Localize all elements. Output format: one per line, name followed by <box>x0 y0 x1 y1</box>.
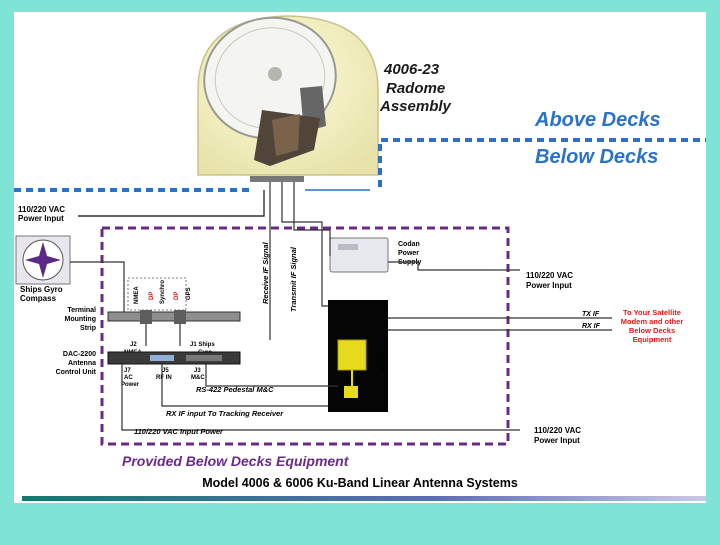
port-j7: J7 <box>124 368 131 374</box>
port-j1: J1 Ships <box>190 342 215 348</box>
rx-if-label: RX IF <box>582 323 601 330</box>
rx-tracking-label: RX IF input To Tracking Receiver <box>166 409 284 418</box>
above-decks-label: Above Decks <box>534 109 661 131</box>
yellow-small-module <box>344 386 358 398</box>
rs422-cable <box>205 364 338 387</box>
receive-if-label: Receive IF Signal <box>261 241 270 304</box>
modem-note-4: Equipment <box>633 335 672 344</box>
port-j2: J2 <box>130 342 137 348</box>
yellow-module <box>337 339 367 371</box>
transmit-if-label: Transmit IF Signal <box>289 246 298 312</box>
terminal-block-2 <box>174 310 186 324</box>
dac-label-3: Control Unit <box>56 369 97 376</box>
terminal-label-2: Mounting <box>65 316 97 323</box>
power-top-line1: 110/220 VAC <box>18 205 65 214</box>
rx-if-vertical-label: RX IF <box>381 353 388 372</box>
modem-note-3: Below Decks <box>629 326 675 335</box>
gyro-label-2: Compass <box>20 294 57 303</box>
power-bottom-line1: 110/220 VAC <box>534 426 581 435</box>
power-mid-line1: 110/220 VAC <box>526 271 573 280</box>
below-decks-label: Below Decks <box>535 146 658 168</box>
port-j5-sub: RF IN <box>156 375 172 381</box>
modem-note-2: Modem and other <box>621 317 684 326</box>
port-j7-sub1: AC <box>124 375 133 381</box>
dac-keypad <box>186 355 222 361</box>
codan-power-supply <box>329 237 389 273</box>
codan-label-1: Codan <box>398 241 420 248</box>
ac-power-cable <box>121 364 520 431</box>
radome-model: 4006-23 <box>383 61 440 78</box>
dac-display <box>150 355 174 361</box>
terminal-label-3: Strip <box>80 325 96 332</box>
codan-power-cable <box>388 261 520 271</box>
codan-badge <box>338 244 358 250</box>
strip-gps: GPS <box>186 287 192 300</box>
terminal-block-1 <box>140 310 152 324</box>
gyro-cable <box>70 261 125 318</box>
provided-equipment-box <box>100 226 510 446</box>
port-j3: J3 <box>194 368 201 374</box>
deck-line-right <box>378 138 706 187</box>
radome <box>197 15 379 182</box>
power-bottom-line2: Power Input <box>534 436 580 445</box>
dac-label-1: DAC-2200 <box>63 351 96 358</box>
caption: Model 4006 & 6006 Ku-Band Linear Antenna… <box>202 476 518 490</box>
radome-label-2: Assembly <box>379 98 452 115</box>
power-top-cable <box>78 190 265 217</box>
radome-base <box>250 176 304 182</box>
rx-tracking-cable <box>161 364 328 407</box>
radome-label-1: Radome <box>386 80 445 97</box>
strip-nmea: NMEA <box>134 286 140 304</box>
footer-bar <box>22 496 706 501</box>
strip-label-group: NMEA Synchro DP DP GPS <box>127 277 192 311</box>
power-mid-line2: Power Input <box>526 281 572 290</box>
tx-if-label: TX IF <box>582 311 600 318</box>
dac-label-2: Antenna <box>68 360 96 367</box>
gyro-compass <box>15 235 71 285</box>
codan-feed-cable <box>293 182 331 256</box>
port-j3-sub: M&C <box>191 375 205 381</box>
modem-note-1: To Your Satellite <box>623 308 681 317</box>
strip-dp-1: DP <box>149 292 155 300</box>
codan-label-2: Power <box>398 250 419 257</box>
provided-label: Provided Below Decks Equipment <box>122 453 350 469</box>
port-j7-sub2: Power <box>121 382 140 388</box>
port-j5: J5 <box>162 368 169 374</box>
power-top-line2: Power Input <box>18 214 64 223</box>
vac-input-label: 110/220 VAC Input Power <box>134 427 224 436</box>
terminal-label-1: Terminal <box>67 307 96 314</box>
compass-star-icon <box>25 242 61 278</box>
rs422-label: RS-422 Pedestal M&C <box>196 385 274 394</box>
gyro-label-1: Ships Gyro <box>20 285 63 294</box>
strip-synchro: Synchro <box>160 280 166 304</box>
strip-dp-2: DP <box>174 292 180 300</box>
